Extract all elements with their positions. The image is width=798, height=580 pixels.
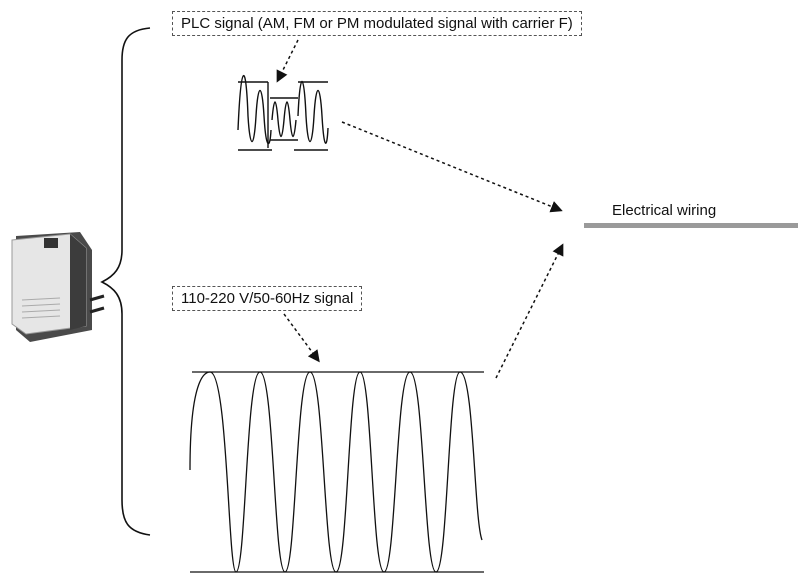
mains-to-wiring-arrow [495, 243, 564, 379]
electrical-wiring-label: Electrical wiring [612, 202, 717, 219]
grouping-brace [100, 27, 151, 536]
plc-label-arrow [276, 39, 299, 83]
mains-waveform [189, 371, 484, 573]
electrical-wiring-line [584, 223, 798, 228]
plc-adapter-icon [11, 232, 105, 342]
plc-waveform [237, 75, 329, 151]
mains-signal-label: 110-220 V/50-60Hz signal [172, 286, 363, 311]
plc-signal-label: PLC signal (AM, FM or PM modulated signa… [172, 11, 582, 36]
plc-to-wiring-arrow [341, 121, 563, 213]
mains-label-arrow [283, 313, 320, 363]
